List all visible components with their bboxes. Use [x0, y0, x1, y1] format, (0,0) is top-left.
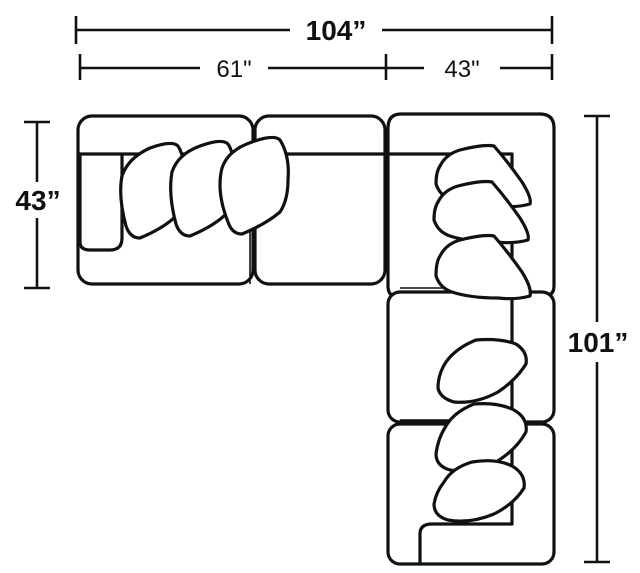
left-section-width-label: 61"	[216, 56, 251, 83]
pillow-9	[432, 459, 526, 523]
pillow-5	[432, 179, 530, 245]
pillows	[119, 135, 532, 523]
right-section-width-label: 43"	[444, 56, 479, 83]
overall-length-dimension: 101”	[568, 114, 629, 564]
left-depth-label: 43”	[15, 185, 60, 216]
pillow-8	[434, 402, 528, 473]
pillow-6	[434, 233, 532, 301]
pillow-3	[218, 135, 290, 236]
left-depth-dimension: 43”	[15, 120, 61, 290]
pillow-7	[436, 337, 528, 404]
section-width-dimensions: 61" 43"	[78, 54, 554, 83]
overall-width-dimension: 104”	[74, 15, 554, 46]
overall-width-label: 104”	[306, 15, 367, 46]
overall-length-label: 101”	[568, 327, 629, 358]
